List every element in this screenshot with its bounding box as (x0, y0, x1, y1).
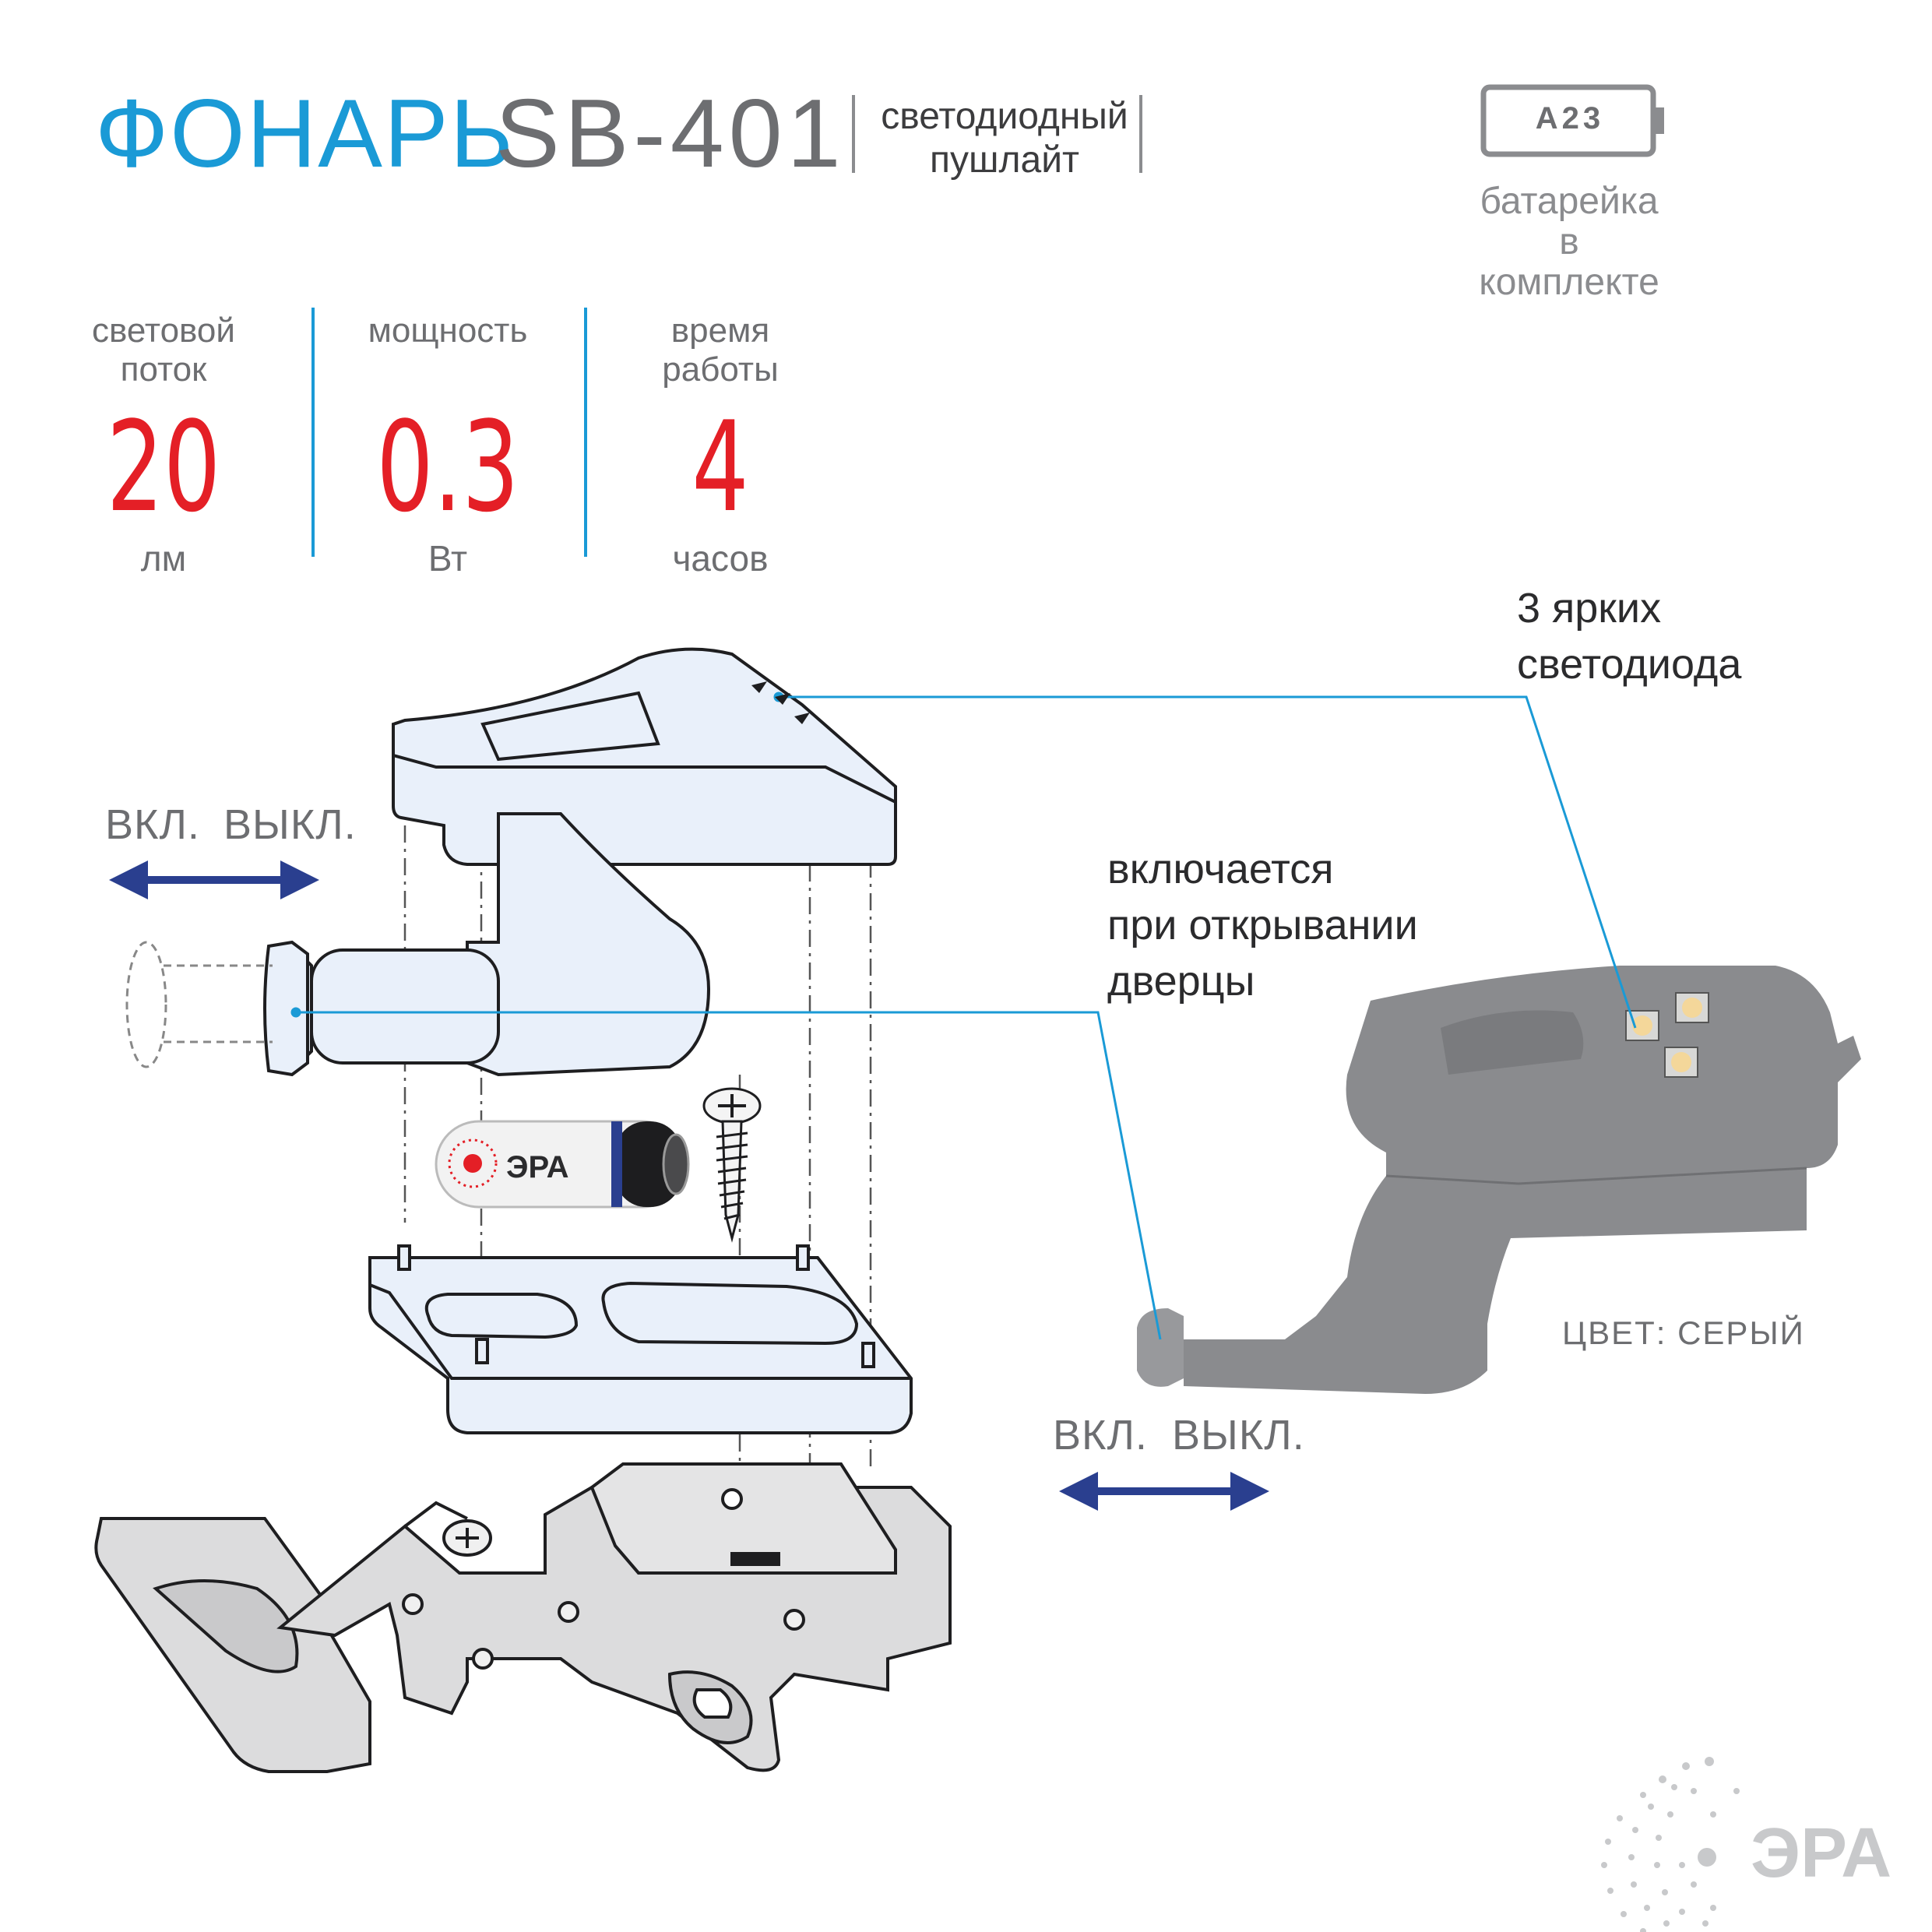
spec-unit-runtime: часов (672, 538, 769, 579)
callout-leader-lines (290, 692, 1637, 1340)
spec-runtime: время работы (604, 311, 837, 389)
battery-label-line-2: в комплекте (1479, 221, 1659, 303)
switch-on-label-left: ВКЛ. (105, 801, 200, 848)
subtitle-line-1: светодиодный (881, 96, 1128, 137)
spec-label-line-2: поток (120, 350, 207, 389)
spec-value-power: 0.3 (376, 394, 519, 540)
era-logo: ЭРА (1601, 1757, 1892, 1932)
battery-brand-label: ЭРА (506, 1150, 569, 1184)
spec-label-line-1: время (670, 311, 770, 350)
spec-value-flux: 20 (106, 394, 221, 540)
switch-off-label-right: ВЫКЛ. (1172, 1412, 1305, 1459)
subtitle-line-2: пушлайт (930, 139, 1079, 181)
switch-on-label-right: ВКЛ. (1053, 1412, 1148, 1459)
cabinet-hinge (94, 1462, 952, 1773)
subtitle-divider-left (852, 95, 855, 173)
battery-label-line-1: батарейка (1480, 181, 1659, 222)
battery-included-label: батарейка в комплекте (1464, 181, 1674, 303)
callout-switch-line-2: при открывании (1107, 902, 1418, 948)
battery-type: A23 (1535, 101, 1605, 135)
product-title: ФОНАРЬ (95, 80, 516, 188)
callout-leds-line-2: светодиода (1517, 641, 1742, 688)
spec-divider-1 (311, 308, 315, 557)
light-housing-top (263, 647, 897, 1077)
model-number: SB-401 (495, 80, 846, 188)
spec-value-runtime: 4 (692, 394, 749, 540)
mounting-plate (368, 1244, 913, 1434)
a23-battery: ЭРА (435, 1120, 690, 1209)
spec-label-line-2: работы (662, 350, 779, 389)
switch-off-label-left: ВЫКЛ. (223, 801, 357, 848)
era-logo-text: ЭРА (1751, 1814, 1892, 1892)
housing-led-marks (751, 681, 810, 724)
spec-divider-2 (584, 308, 587, 557)
callout-leds: 3 ярких светодиода (1517, 580, 1741, 692)
spec-label-line-1: мощность (368, 311, 528, 350)
subtitle-divider-right (1139, 95, 1142, 173)
callout-leds-line-1: 3 ярких (1517, 585, 1662, 632)
callout-door-switch: включается при открывании дверцы (1107, 841, 1418, 1009)
spec-power: мощность (331, 311, 565, 350)
callout-switch-line-1: включается (1107, 846, 1334, 892)
product-color-label: ЦВЕТ: СЕРЫЙ (1562, 1314, 1805, 1351)
spec-luminous-flux: световой поток (47, 311, 280, 389)
era-logo-dots (1601, 1757, 1740, 1932)
mounting-screw (702, 1087, 762, 1243)
spec-label-line-1: световой (92, 311, 235, 350)
product-subtitle: светодиодный пушлайт (864, 95, 1145, 182)
spec-unit-power: Вт (428, 538, 468, 579)
product-photo-gray-pushlight (1137, 966, 1861, 1394)
callout-switch-line-3: дверцы (1107, 958, 1255, 1005)
switch-pressed-position (125, 941, 273, 1068)
spec-unit-flux: лм (140, 538, 187, 579)
